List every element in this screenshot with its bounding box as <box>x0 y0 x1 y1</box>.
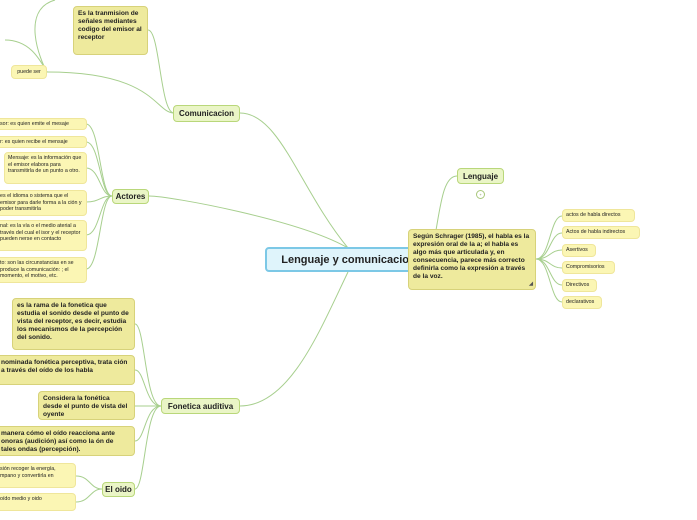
habla-item-declarativos[interactable]: declarativos <box>562 296 602 309</box>
oido-externo[interactable]: sión recoger la energía, mpano y convert… <box>0 463 76 488</box>
comunicacion-definition-text: Es la tranmision de señales mediantes co… <box>78 10 142 42</box>
habla-item-text: actos de habla directos <box>566 212 621 219</box>
fonetica-audicion[interactable]: manera cómo el oído reacciona ante onora… <box>0 426 135 456</box>
actor-emisor[interactable]: sor: es quien emite el mesaje <box>0 118 87 130</box>
branch-actores-label: Actores <box>115 192 146 201</box>
actor-canal[interactable]: nal: es la vía o el medio aterial a trav… <box>0 220 87 251</box>
habla-item-asertivos[interactable]: Asertivos <box>562 244 596 257</box>
fonetica-perceptiva-text: nominada fonética perceptiva, trata ción… <box>1 359 128 375</box>
habla-item-directivos[interactable]: Directivos <box>562 279 597 292</box>
oido-medio-text: oído medio y oido <box>0 496 42 502</box>
habla-item-text: Asertivos <box>566 247 588 254</box>
habla-item-compromisorios[interactable]: Compromisorios <box>562 261 615 274</box>
fonetica-definicion[interactable]: es la rama de la fonetica que estudia el… <box>12 298 135 350</box>
actor-codigo[interactable]: es el idioma o sistema que el emisor par… <box>0 190 87 216</box>
habla-item-text: declarativos <box>566 299 595 306</box>
fonetica-oyente-text: Considera la fonética desde el punto de … <box>43 395 128 419</box>
resize-corner-icon[interactable]: ◢ <box>529 280 533 287</box>
oido-externo-text: sión recoger la energía, mpano y convert… <box>0 466 56 479</box>
fonetica-oyente[interactable]: Considera la fonética desde el punto de … <box>38 391 135 420</box>
fonetica-perceptiva[interactable]: nominada fonética perceptiva, trata ción… <box>0 355 135 385</box>
actor-contexto-text: to: son las circunstancias en se produce… <box>0 260 74 279</box>
comunicacion-definition[interactable]: Es la tranmision de señales mediantes co… <box>73 6 148 55</box>
actor-codigo-text: es el idioma o sistema que el emisor par… <box>0 193 82 212</box>
fonetica-audicion-text: manera cómo el oído reacciona ante onora… <box>1 430 115 454</box>
central-topic[interactable]: Lenguaje y comunicacion <box>265 247 432 272</box>
puede-ser-node[interactable]: puede ser <box>11 65 47 79</box>
actor-receptor[interactable]: r: es quien recibe el mensaje <box>0 136 87 148</box>
branch-fonetica-label: Fonetica auditiva <box>167 401 234 411</box>
collapse-toggle-icon[interactable]: + <box>476 190 485 199</box>
actor-mensaje[interactable]: Mensaje: es la información que el emisor… <box>4 152 87 184</box>
branch-actores[interactable]: Actores <box>112 189 149 204</box>
branch-comunicacion[interactable]: Comunicacion <box>173 105 240 122</box>
habla-item-text: Directivos <box>566 282 590 289</box>
branch-fonetica-auditiva[interactable]: Fonetica auditiva <box>161 398 240 414</box>
branch-oido-label: El oido <box>105 485 132 494</box>
branch-lenguaje-label: Lenguaje <box>462 171 499 181</box>
lenguaje-schrager-text: Según Schrager (1985), el habla es la ex… <box>413 233 530 281</box>
branch-el-oido[interactable]: El oido <box>102 482 135 497</box>
habla-item-text: Actos de habla indirectos <box>566 229 626 236</box>
branch-comunicacion-label: Comunicacion <box>178 109 235 118</box>
puede-ser-text: puede ser <box>17 68 41 75</box>
actor-emisor-text: sor: es quien emite el mesaje <box>0 120 69 127</box>
branch-lenguaje[interactable]: Lenguaje <box>457 168 504 184</box>
habla-item-text: Compromisorios <box>566 264 605 271</box>
fonetica-definicion-text: es la rama de la fonetica que estudia el… <box>17 302 129 342</box>
central-topic-label: Lenguaje y comunicacion <box>281 253 416 266</box>
actor-canal-text: nal: es la vía o el medio aterial a trav… <box>0 223 81 242</box>
actor-receptor-text: r: es quien recibe el mensaje <box>0 138 68 145</box>
habla-item-indirectos[interactable]: Actos de habla indirectos <box>562 226 640 239</box>
habla-item-directos[interactable]: actos de habla directos <box>562 209 635 222</box>
actor-mensaje-text: Mensaje: es la información que el emisor… <box>8 155 82 174</box>
actor-contexto[interactable]: to: son las circunstancias en se produce… <box>0 257 87 283</box>
lenguaje-schrager[interactable]: Según Schrager (1985), el habla es la ex… <box>408 229 536 290</box>
oido-medio[interactable]: oído medio y oido <box>0 493 76 511</box>
